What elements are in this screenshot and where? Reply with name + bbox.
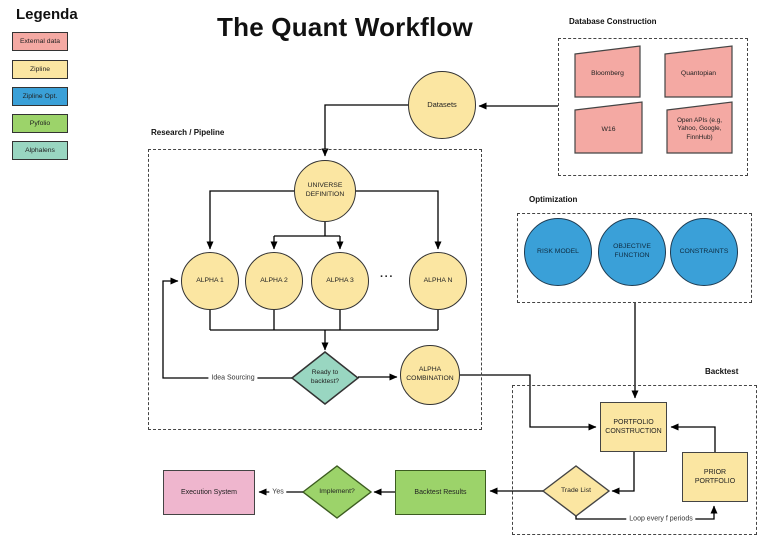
objective-function-node: OBJECTIVE FUNCTION: [598, 218, 666, 286]
alpha-n-node: ALPHA N: [409, 252, 467, 310]
ready-to-backtest-diamond: [290, 351, 360, 405]
universe-definition-node: UNIVERSE DEFINITION: [294, 160, 356, 222]
edge-label-yes: Yes: [269, 488, 287, 496]
portfolio-construction-node: PORTFOLIO CONSTRUCTION: [600, 402, 667, 452]
implement-diamond: [301, 465, 373, 519]
optimization-group: [517, 213, 752, 303]
source-shape-w16: [574, 101, 643, 154]
legend-item-alphalens: Alphalens: [12, 141, 68, 160]
alpha-3-node: ALPHA 3: [311, 252, 369, 310]
legend-item-zipline-opt: Zipline Opt.: [12, 87, 68, 106]
source-shape-open-apis: [666, 101, 733, 154]
legend-item-zipline: Zipline: [12, 60, 68, 79]
optimization-label: Optimization: [529, 195, 578, 204]
edge-label-loop: Loop every f periods: [626, 515, 696, 523]
edge-label-idea-sourcing: Idea Sourcing: [208, 374, 258, 382]
legend-item-external-data: External data: [12, 32, 68, 51]
alpha-ellipsis: ···: [380, 271, 394, 283]
page-title: The Quant Workflow: [217, 12, 473, 42]
constraints-node: CONSTRAINTS: [670, 218, 738, 286]
backtest-results-node: Backtest Results: [395, 470, 486, 515]
risk-model-node: RISK MODEL: [524, 218, 592, 286]
research-pipeline-label: Research / Pipeline: [151, 128, 225, 137]
database-construction-group: [558, 38, 748, 176]
backtest-group: [512, 385, 757, 535]
research-pipeline-group: [148, 149, 482, 430]
source-shape-quantopian: [664, 45, 733, 98]
execution-system-node: Execution System: [163, 470, 255, 515]
prior-portfolio-node: PRIOR PORTFOLIO: [682, 452, 748, 502]
datasets-node: Datasets: [408, 71, 476, 139]
legend-item-pyfolio: Pyfolio: [12, 114, 68, 133]
source-shape-bloomberg: [574, 45, 641, 98]
alpha-2-node: ALPHA 2: [245, 252, 303, 310]
alpha-1-node: ALPHA 1: [181, 252, 239, 310]
database-construction-label: Database Construction: [569, 17, 657, 26]
alpha-combination-node: ALPHA COMBINATION: [400, 345, 460, 405]
legend-title: Legenda: [16, 6, 78, 23]
backtest-label: Backtest: [705, 367, 739, 376]
trade-list-diamond: [541, 465, 611, 517]
